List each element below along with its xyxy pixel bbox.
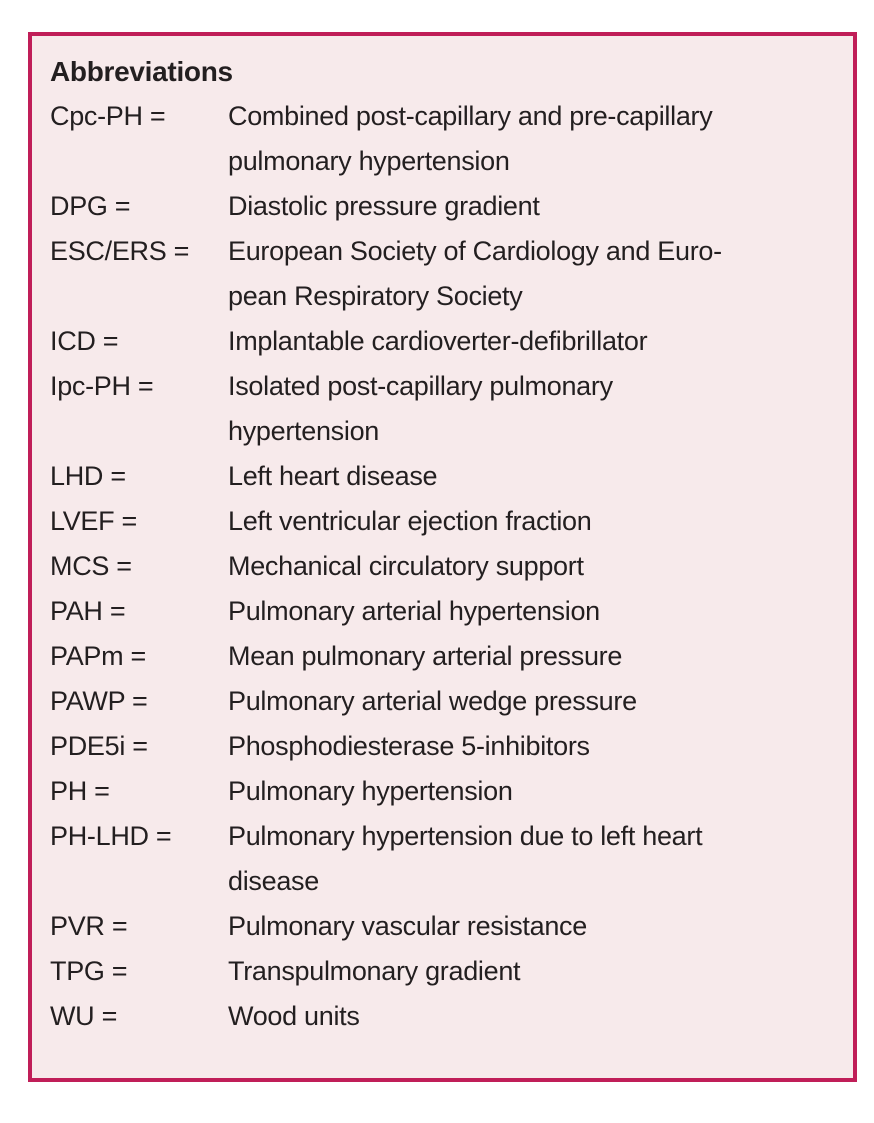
abbreviation-term: PVR = — [50, 911, 128, 941]
abbreviation-definition: Left heart disease — [228, 461, 438, 491]
abbreviation-term: DPG = — [50, 191, 131, 221]
abbreviation-row: ESC/ERS = European Society of Cardiology… — [50, 229, 841, 319]
abbreviation-row: ICD = Implantable cardioverter-defibrill… — [50, 319, 841, 364]
abbreviation-term: Cpc-PH = — [50, 101, 166, 131]
abbreviation-row: PAPm = Mean pulmonary arterial pressure — [50, 634, 841, 679]
abbreviation-row: PAH = Pulmonary arterial hypertension — [50, 589, 841, 634]
abbreviation-term: PAPm = — [50, 641, 146, 671]
abbreviation-term: PAWP = — [50, 686, 148, 716]
abbreviation-definition: Wood units — [228, 1001, 360, 1031]
abbreviation-definition: Left ventricular ejection fraction — [228, 506, 592, 536]
abbreviation-row: Ipc-PH = Isolated post-capillary pulmona… — [50, 364, 841, 454]
abbreviation-row: PH = Pulmonary hypertension — [50, 769, 841, 814]
abbreviation-row: PDE5i = Phosphodiesterase 5-inhibitors — [50, 724, 841, 769]
abbreviation-term: LVEF = — [50, 506, 137, 536]
abbreviation-term: LHD = — [50, 461, 126, 491]
panel-title: Abbreviations — [50, 56, 233, 87]
abbreviation-row: TPG = Transpulmonary gradient — [50, 949, 841, 994]
abbreviation-row: PAWP = Pulmonary arterial wedge pressure — [50, 679, 841, 724]
abbreviation-definition: Mechanical circulatory support — [228, 551, 584, 581]
abbreviation-definition: Combined post-capillary and pre-capillar… — [228, 101, 713, 176]
abbreviation-definition: Pulmonary hypertension — [228, 776, 513, 806]
abbreviation-term: PH-LHD = — [50, 821, 172, 851]
abbreviation-row: DPG = Diastolic pressure gradient — [50, 184, 841, 229]
abbreviation-term: Ipc-PH = — [50, 371, 154, 401]
abbreviation-term: ESC/ERS = — [50, 236, 190, 266]
abbreviation-definition: Mean pulmonary arterial pressure — [228, 641, 623, 671]
abbreviations-panel: Abbreviations Cpc-PH = Combined post-cap… — [28, 32, 857, 1082]
abbreviation-row: PVR = Pulmonary vascular resistance — [50, 904, 841, 949]
abbreviation-term: TPG = — [50, 956, 128, 986]
abbreviation-term: MCS = — [50, 551, 132, 581]
abbreviation-term: ICD = — [50, 326, 119, 356]
abbreviation-row: WU = Wood units — [50, 994, 841, 1039]
abbreviation-definition: Diastolic pressure gradient — [228, 191, 540, 221]
abbreviation-definition: Transpulmonary gradient — [228, 956, 521, 986]
abbreviation-term: PH = — [50, 776, 110, 806]
abbreviation-definition: European Society of Cardiology and Euro-… — [228, 236, 722, 311]
abbreviation-row: LVEF = Left ventricular ejection fractio… — [50, 499, 841, 544]
abbreviation-term: PAH = — [50, 596, 126, 626]
abbreviation-definition: Pulmonary vascular resistance — [228, 911, 587, 941]
abbreviation-term: WU = — [50, 1001, 118, 1031]
abbreviation-definition: Pulmonary arterial wedge pressure — [228, 686, 637, 716]
abbreviation-row: Cpc-PH = Combined post-capillary and pre… — [50, 94, 841, 184]
abbreviation-row: PH-LHD = Pulmonary hypertension due to l… — [50, 814, 841, 904]
abbreviation-definition: Pulmonary arterial hypertension — [228, 596, 600, 626]
abbreviation-definition: Pulmonary hypertension due to left heart… — [228, 821, 703, 896]
abbreviation-definition: Implantable cardioverter-defibrillator — [228, 326, 648, 356]
abbreviation-definition: Phosphodiesterase 5-inhibitors — [228, 731, 590, 761]
abbreviation-term: PDE5i = — [50, 731, 148, 761]
abbreviation-row: MCS = Mechanical circulatory support — [50, 544, 841, 589]
abbreviations-list: Cpc-PH = Combined post-capillary and pre… — [50, 94, 841, 1039]
abbreviation-definition: Isolated post-capillary pulmonary hypert… — [228, 371, 613, 446]
abbreviation-row: LHD = Left heart disease — [50, 454, 841, 499]
